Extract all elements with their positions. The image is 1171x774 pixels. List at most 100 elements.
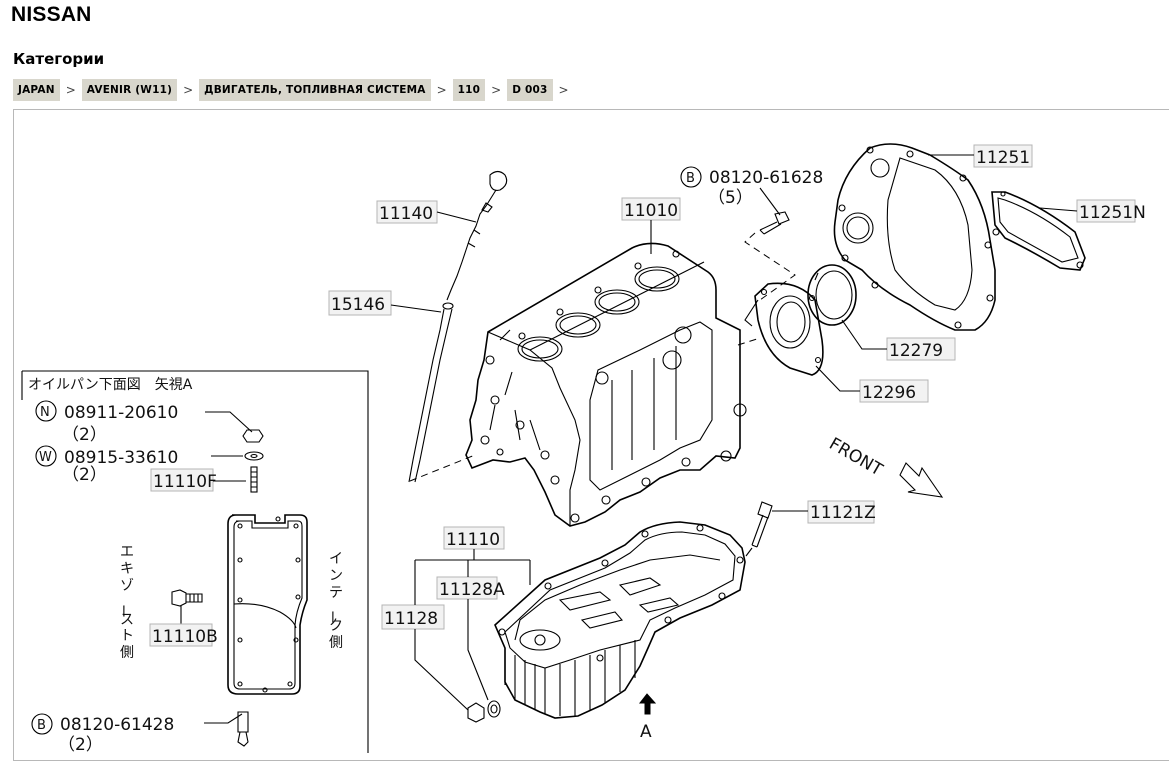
- qty-08911-20610: （2）: [62, 425, 107, 445]
- marker-b-icon: [680, 166, 702, 188]
- svg-text:側: 側: [329, 635, 343, 651]
- part-11010[interactable]: 11010: [621, 197, 681, 221]
- svg-text:11140: 11140: [379, 204, 433, 224]
- breadcrumb-item-subgroup[interactable]: 110: [452, 79, 486, 101]
- svg-text:11251: 11251: [976, 148, 1030, 168]
- rear-plate-gasket: [833, 143, 996, 331]
- part-12296[interactable]: 12296: [859, 379, 929, 403]
- breadcrumb-item-model[interactable]: AVENIR (W11): [81, 79, 178, 101]
- seal-retainer: [744, 282, 824, 376]
- svg-text:11128A: 11128A: [439, 580, 505, 600]
- diagram-frame: [13, 109, 1169, 761]
- marker-n-icon: [35, 400, 57, 422]
- svg-text:11251N: 11251N: [1079, 203, 1146, 223]
- intake-side-label: イ ン テ ー ク 側: [324, 551, 343, 651]
- svg-text:側: 側: [120, 645, 134, 661]
- breadcrumb-separator: >: [436, 83, 447, 97]
- brand-title: NISSAN: [11, 3, 92, 26]
- part-08120-61428[interactable]: 08120-61428: [60, 715, 174, 735]
- marker-n: N: [40, 405, 50, 420]
- exhaust-side-label: エ キ ゾ ー ス ト 側: [115, 544, 134, 661]
- part-08915-33610[interactable]: 08915-33610: [64, 448, 178, 468]
- svg-text:ゾ: ゾ: [120, 578, 134, 594]
- dipstick-guide: [408, 302, 454, 483]
- breadcrumb-separator: >: [65, 83, 76, 97]
- part-11140[interactable]: 11140: [376, 200, 438, 224]
- front-arrow-icon: [899, 462, 944, 498]
- view-a-indicator: A: [638, 693, 657, 742]
- svg-text:11110F: 11110F: [153, 472, 217, 492]
- part-08911-20610[interactable]: 08911-20610: [64, 403, 178, 423]
- qty-08120-61428: （2）: [58, 735, 103, 755]
- washer-icon: [244, 451, 264, 461]
- svg-text:12279: 12279: [889, 341, 943, 361]
- small-cover-plate: [991, 191, 1086, 271]
- part-08120-61628[interactable]: 08120-61628: [709, 168, 823, 188]
- svg-text:08911-20610: 08911-20610: [64, 403, 178, 423]
- marker-w: W: [39, 450, 52, 465]
- nut-icon: [242, 429, 264, 443]
- part-11251n[interactable]: 11251N: [1076, 199, 1146, 223]
- svg-text:11121Z: 11121Z: [810, 503, 876, 523]
- part-12279[interactable]: 12279: [886, 337, 956, 361]
- svg-text:テ: テ: [329, 585, 343, 601]
- svg-text:11010: 11010: [624, 201, 678, 221]
- oil-seal: [807, 264, 857, 326]
- marker-b: B: [37, 718, 46, 733]
- part-11128a[interactable]: 11128A: [436, 576, 505, 600]
- drain-plug: [467, 700, 501, 723]
- svg-text:12296: 12296: [862, 383, 916, 403]
- part-11128[interactable]: 11128: [381, 604, 445, 630]
- categories-heading: Категории: [13, 50, 105, 68]
- oil-level-sensor: [745, 501, 773, 557]
- inset-title: オイルパン下面図 矢視A: [28, 377, 193, 393]
- part-11110[interactable]: 11110: [443, 526, 505, 550]
- bolt-icon: [171, 589, 187, 607]
- front-label: FRONT: [826, 434, 887, 481]
- marker-w-icon: [35, 445, 57, 467]
- part-11251[interactable]: 11251: [973, 144, 1033, 168]
- view-a-label: A: [640, 722, 652, 742]
- part-11110b[interactable]: 11110B: [149, 623, 218, 647]
- svg-text:イ: イ: [329, 551, 343, 567]
- svg-text:11110B: 11110B: [152, 627, 218, 647]
- part-15146[interactable]: 15146: [328, 290, 392, 316]
- svg-text:08120-61428: 08120-61428: [60, 715, 174, 735]
- svg-text:11110: 11110: [446, 530, 500, 550]
- dipstick: [446, 170, 508, 301]
- breadcrumb-separator: >: [491, 83, 502, 97]
- breadcrumb-separator: >: [558, 83, 569, 97]
- part-11121z[interactable]: 11121Z: [807, 500, 876, 524]
- svg-text:ク: ク: [329, 618, 343, 634]
- qty-08120-61628: （5）: [708, 188, 753, 208]
- svg-text:エ: エ: [120, 544, 134, 560]
- svg-text:ス: ス: [120, 612, 134, 628]
- breadcrumb-item-group[interactable]: ДВИГАТЕЛЬ, ТОПЛИВНАЯ СИСТЕМА: [199, 79, 431, 101]
- oil-pan-bottom-view-inset: オイルパン下面図 矢視A N 08911-20610 （2） W 08915-3…: [21, 370, 369, 755]
- marker-b-icon: [31, 713, 53, 735]
- svg-text:08120-61628: 08120-61628: [709, 168, 823, 188]
- svg-text:15146: 15146: [331, 295, 385, 315]
- stud-icon: [250, 466, 258, 493]
- breadcrumb-item-japan[interactable]: JAPAN: [13, 79, 60, 101]
- svg-text:11128: 11128: [384, 609, 438, 629]
- bolt-icon: [237, 711, 249, 733]
- view-arrow-icon: [638, 693, 657, 715]
- cylinder-block: [465, 242, 747, 527]
- svg-text:ト: ト: [120, 628, 134, 644]
- svg-text:08915-33610: 08915-33610: [64, 448, 178, 468]
- svg-text:ー: ー: [324, 610, 340, 624]
- qty-08915-33610: （2）: [62, 465, 107, 485]
- marker-b: B: [686, 171, 695, 186]
- svg-text:ン: ン: [329, 568, 343, 584]
- part-11110f[interactable]: 11110F: [150, 468, 217, 492]
- oil-pan: [494, 521, 746, 719]
- front-direction: FRONT: [826, 434, 944, 498]
- svg-text:キ: キ: [120, 561, 134, 577]
- bolt-icon: [759, 211, 790, 235]
- breadcrumb-item-diagram[interactable]: D 003: [507, 79, 553, 101]
- breadcrumb-separator: >: [183, 83, 194, 97]
- breadcrumb: JAPAN > AVENIR (W11) > ДВИГАТЕЛЬ, ТОПЛИВ…: [13, 79, 575, 101]
- svg-text:ー: ー: [115, 604, 131, 618]
